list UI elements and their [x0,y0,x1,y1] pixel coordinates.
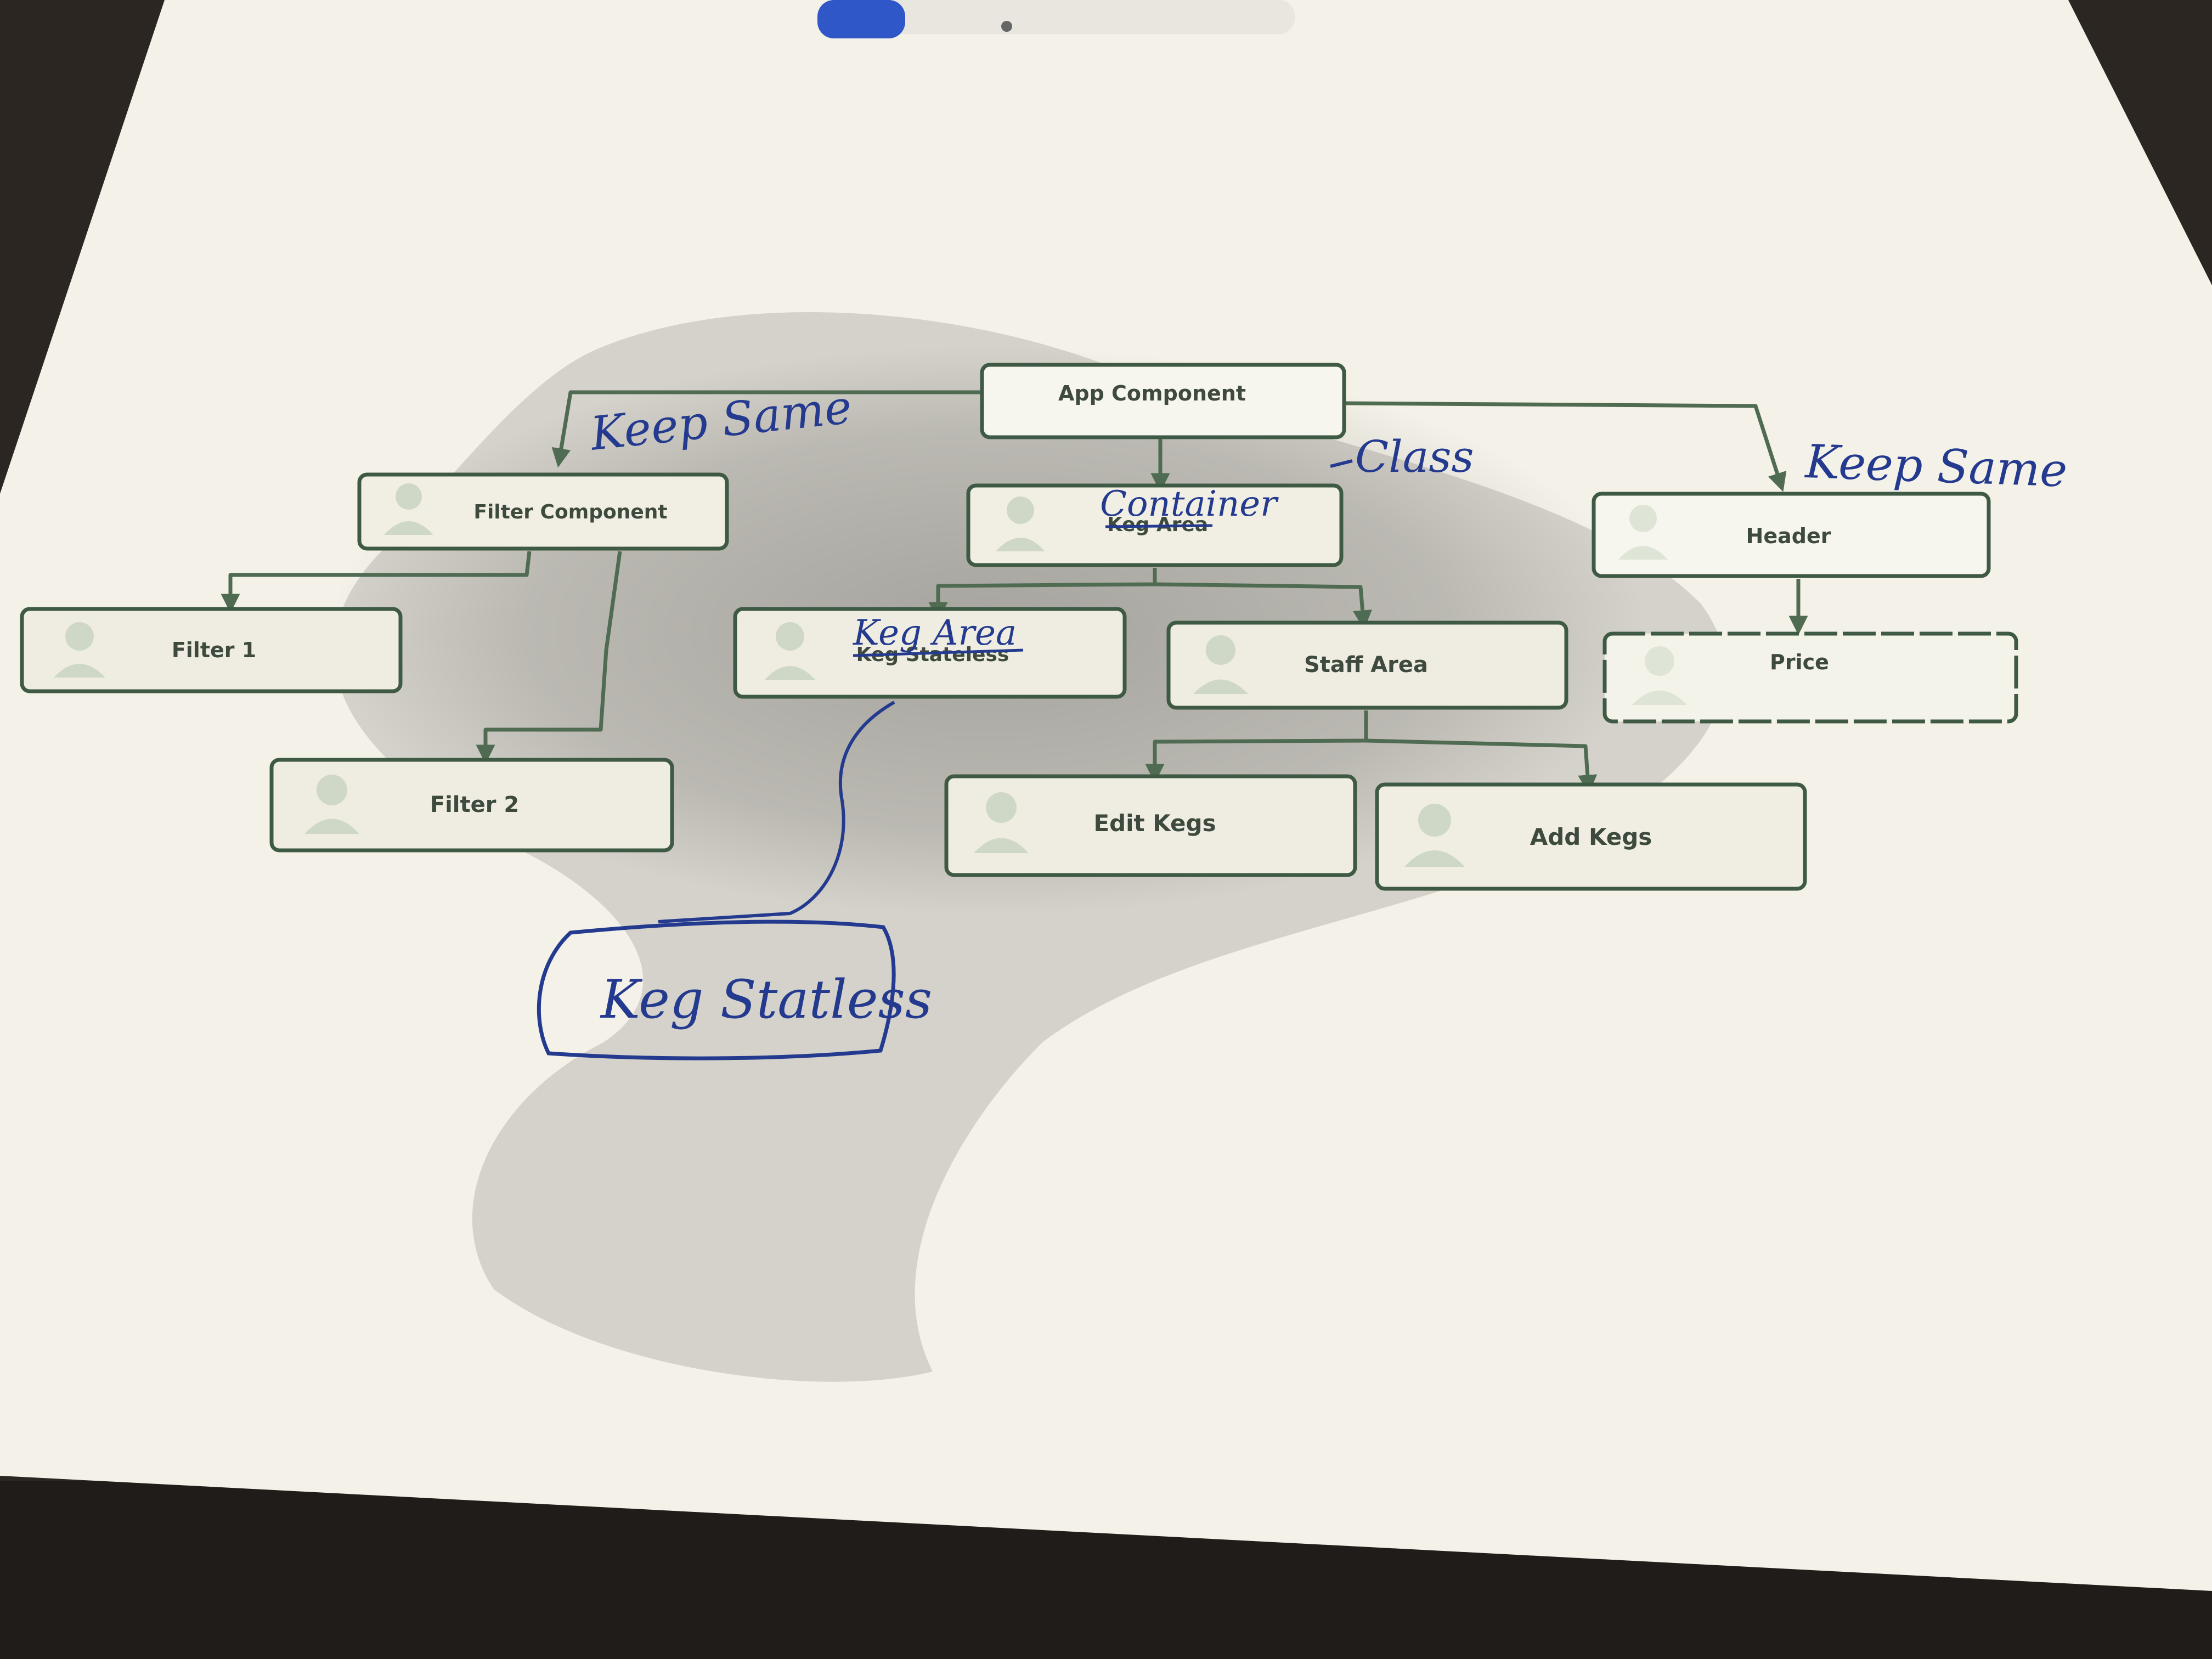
node-label: Price [1770,650,1829,674]
class-dash [1330,459,1353,468]
node-staff-area: Staff Area [1166,620,1568,710]
node-label: Filter 1 [172,638,256,662]
node-header: Header [1592,492,1991,578]
node-filter-2: Filter 2 [269,758,674,853]
person-icon [1193,635,1248,694]
node-box [20,607,403,693]
edge-staff-area-to-add-kegs [1365,738,1598,794]
node-label: Add Kegs [1530,823,1652,850]
node-label: Staff Area [1304,652,1428,678]
person-icon [764,622,816,680]
edge-filter-component-to-filter-1 [221,551,532,613]
keg-area-strikethrough [1105,524,1213,528]
person-icon [996,496,1045,551]
person-icon [1404,804,1465,867]
node-box [980,363,1346,439]
pen-body [878,0,1295,34]
edge-keg-area-to-keg-stateless [928,568,1157,622]
person-icon [54,622,105,678]
node-box [357,472,729,551]
person-icon [974,792,1029,853]
node-box [269,758,674,853]
edge-app-to-header [1344,401,1787,492]
node-label: Filter 2 [430,792,519,817]
node-app-component: App Component [980,363,1346,439]
node-label: Edit Kegs [1093,810,1216,837]
node-box [1166,620,1568,710]
node-box [1592,492,1991,578]
edge-staff-area-to-edit-kegs [1145,710,1368,783]
node-label: Header [1746,524,1831,548]
person-icon [384,483,433,535]
pen-clip-icon [1001,21,1012,32]
node-box [1602,631,2018,724]
annotation-keg-statless: Keg Statless [600,969,932,1030]
node-box [944,774,1357,877]
pen-cap [817,0,905,38]
person-icon [1632,646,1687,705]
annotation-keep-same-right: Keep Same [1803,435,2068,498]
node-edit-kegs: Edit Kegs [944,774,1357,877]
node-filter-1: Filter 1 [20,607,403,693]
person-icon [304,775,359,834]
annotation-container: Container [1100,484,1279,524]
node-price: Price [1602,631,2018,724]
hand-drawn-box [537,919,896,1060]
edge-app-to-filter-component [551,390,982,468]
handwritten-annotations: Keep Same Keep Same Class Container Keg … [537,380,2068,1060]
connector-lines [221,390,1808,794]
node-label: Filter Component [473,501,667,523]
node-add-kegs: Add Kegs [1375,782,1807,891]
node-label: App Component [1058,381,1246,405]
keg-stateless-strikethrough [853,648,1024,657]
node-filter-component: Filter Component [357,472,729,551]
annotation-keg-area: Keg Area [853,613,1017,653]
annotation-class: Class [1355,431,1474,482]
edge-keg-area-to-staff-area [1154,582,1372,630]
hand-drawn-link [658,701,895,923]
pen [817,0,1295,38]
edge-filter-component-to-filter-2 [476,551,622,764]
node-box [1375,782,1807,891]
person-icon [1618,505,1668,560]
